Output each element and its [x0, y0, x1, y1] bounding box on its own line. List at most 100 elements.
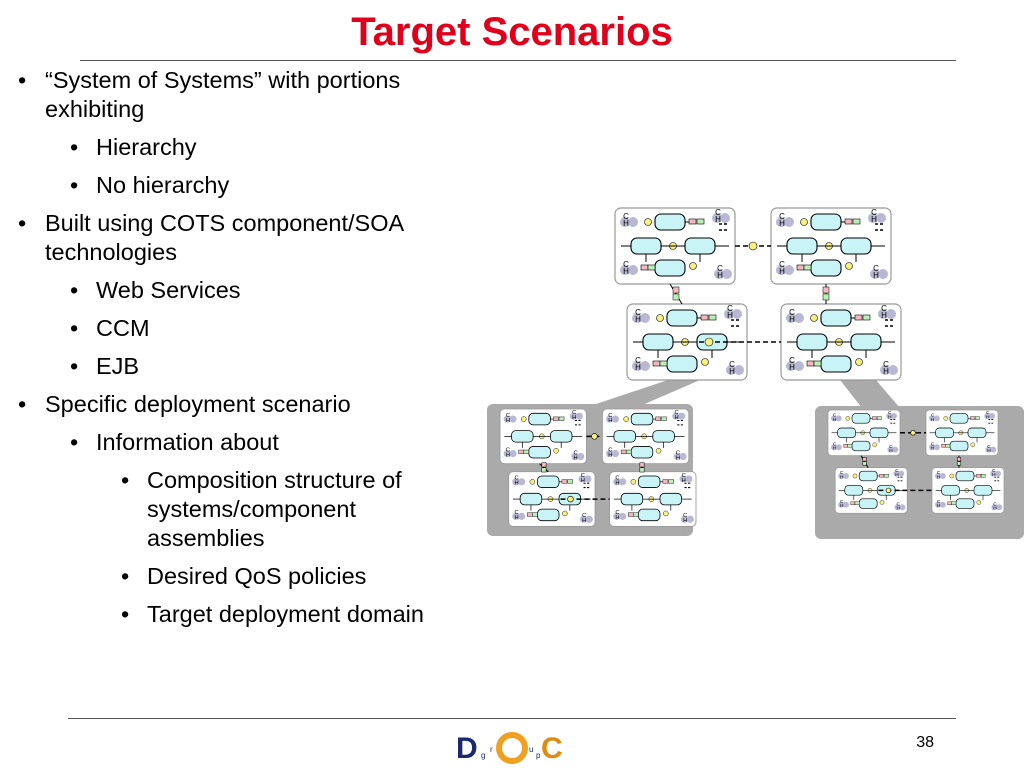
container-badge [786, 361, 796, 371]
component-node [796, 333, 828, 351]
component-node [666, 309, 698, 327]
container-label: C [674, 410, 678, 416]
container-badge [732, 309, 742, 319]
bullet-item: •Desired QoS policies [18, 562, 448, 591]
container-label: C [840, 470, 844, 476]
container-badge [620, 265, 630, 275]
container-badge [679, 475, 687, 483]
bullet-text: Target deployment domain [147, 601, 424, 627]
container-label: H [506, 453, 510, 459]
container-label: H [582, 518, 586, 524]
container-badge [786, 313, 796, 323]
event-port [981, 474, 986, 478]
container-label: C [608, 413, 612, 419]
container-label: H [895, 472, 899, 478]
event-port [708, 314, 717, 321]
event-port [862, 314, 871, 321]
receptacle-port [688, 218, 697, 225]
receptacle-port [976, 474, 981, 478]
container-badge [734, 365, 744, 375]
facet-port [567, 495, 574, 503]
facet-port [879, 500, 885, 505]
container-label: C [992, 468, 996, 474]
container-badge [632, 313, 642, 323]
container-badge [720, 213, 730, 223]
facet-port [845, 262, 853, 270]
container-badge [518, 512, 526, 520]
container-label: H [789, 315, 795, 324]
container-label: H [833, 446, 837, 452]
facet-port [704, 337, 714, 347]
logo-small-letter: r [490, 745, 493, 754]
event-port [803, 264, 812, 271]
container-label: C [683, 513, 687, 519]
container-badge [886, 413, 893, 419]
event-port [884, 474, 889, 478]
container-badge [569, 412, 578, 420]
receptacle-port [662, 479, 669, 484]
container-badge [618, 478, 627, 486]
container-badge [579, 515, 588, 523]
container-badge [509, 450, 517, 458]
container-badge [512, 512, 520, 520]
component-node [967, 427, 987, 438]
component-node [620, 492, 644, 506]
container-label: C [937, 499, 941, 505]
facet-port [689, 262, 697, 270]
bullet-item: •CCM [18, 314, 448, 343]
container-badge [784, 265, 794, 275]
container-label: C [615, 510, 619, 516]
container-label: H [674, 415, 678, 421]
callout-pointer-left [590, 380, 700, 406]
container-badge [831, 415, 837, 422]
container-label: H [986, 414, 990, 420]
container-label: H [615, 481, 619, 487]
bullet-dot: • [70, 429, 79, 455]
bullet-item: •EJB [18, 352, 448, 381]
container-label: H [623, 219, 629, 228]
container-badge [876, 213, 886, 223]
container-label: C [506, 447, 510, 453]
container-badge [991, 504, 998, 511]
container-badge [509, 415, 517, 423]
container-label: C [779, 212, 785, 221]
bullet-item: •“System of Systems” with portions exhib… [18, 66, 448, 124]
container-label: H [514, 481, 518, 487]
component-node [851, 413, 871, 424]
bullet-dot: • [70, 172, 79, 198]
container-label: H [572, 415, 576, 421]
container-badge [838, 473, 845, 479]
event-port [852, 218, 861, 225]
container-badge [714, 269, 724, 279]
component-node [684, 237, 716, 255]
event-port [822, 293, 830, 301]
container-badge [722, 269, 732, 279]
component-node [638, 508, 661, 522]
container-badge [618, 512, 627, 520]
component-node [820, 355, 852, 373]
container-label: C [881, 304, 887, 313]
facet-port [562, 510, 568, 517]
facet-port [845, 416, 851, 421]
container-badge [929, 415, 935, 422]
container-label: C [717, 264, 723, 273]
event-port [945, 444, 951, 448]
container-label: H [608, 453, 612, 459]
container-label: H [992, 472, 996, 478]
logo-o-ring [496, 732, 528, 764]
receptacle-port [850, 501, 856, 505]
receptacle-port [553, 416, 559, 421]
receptacle-port [652, 360, 661, 367]
bullet-list: •“System of Systems” with portions exhib… [18, 66, 448, 638]
container-badge [632, 361, 642, 371]
container-label: H [506, 418, 510, 424]
container-label: C [986, 410, 990, 416]
facet-port [521, 416, 527, 422]
bullet-item: •Information about [18, 428, 448, 457]
logo-letter: D [456, 732, 478, 765]
bullet-text: Composition structure of systems/compone… [147, 467, 402, 551]
receptacle-port [862, 457, 867, 462]
bullet-dot: • [121, 601, 130, 627]
